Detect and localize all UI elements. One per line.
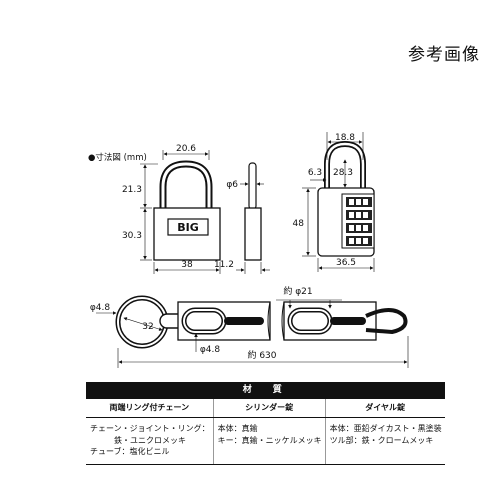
diagram-heading: ●寸法図 (mm) bbox=[88, 152, 147, 163]
dim-shackle-height: 21.3 bbox=[122, 185, 142, 195]
brand-mark: BIG bbox=[177, 221, 199, 234]
materials-title: 材 質 bbox=[86, 382, 445, 399]
dim-top-width: 18.8 bbox=[335, 133, 355, 143]
chain-view: φ4.8 32 φ4.8 約 φ21 約 630 bbox=[90, 285, 409, 368]
material-line: 本体：真鍮 bbox=[217, 424, 258, 433]
material-line: 本体：亜鉛ダイカスト・黒塗装 bbox=[329, 424, 442, 433]
dim-link-outer-diameter: 約 φ21 bbox=[283, 285, 312, 297]
padlock-side-view: φ6 11.2 bbox=[214, 162, 270, 274]
combination-dials bbox=[346, 197, 372, 246]
column-header-cylinder-lock: シリンダー錠 bbox=[212, 399, 326, 418]
material-line: チューブ：塩化ビニル bbox=[90, 447, 170, 457]
dim-body-width-combo: 36.5 bbox=[336, 258, 356, 268]
page-title: 参考画像 bbox=[408, 45, 480, 65]
dim-shackle-offset: 6.3 bbox=[308, 168, 322, 178]
material-line: チェーン・ジョイント・リング： bbox=[90, 424, 210, 433]
dim-body-height: 30.3 bbox=[122, 231, 142, 241]
materials-cell-cylinder-lock: 本体：真鍮 キー：真鍮・ニッケルメッキ bbox=[212, 417, 326, 465]
dim-total-length: 約 630 bbox=[247, 349, 276, 361]
dim-ring-wire-diameter: φ4.8 bbox=[90, 303, 111, 313]
materials-cell-chain: チェーン・ジョイント・リング： 鉄・ユニクロメッキ チューブ：塩化ビニル bbox=[86, 417, 214, 465]
dim-ring-diameter: 32 bbox=[142, 322, 153, 332]
column-header-dial-lock: ダイヤル錠 bbox=[324, 399, 445, 418]
dim-shackle-width: 20.6 bbox=[176, 144, 196, 154]
materials-cell-dial-lock: 本体：亜鉛ダイカスト・黒塗装 ツル部：鉄・クロームメッキ bbox=[324, 417, 445, 465]
padlock-front-view: BIG 20.6 21.3 30.3 38 bbox=[122, 144, 221, 274]
dim-body-width: 38 bbox=[181, 260, 193, 270]
material-line: ツル部：鉄・クロームメッキ bbox=[329, 435, 434, 445]
dim-shackle-clearance: 28.3 bbox=[333, 168, 353, 178]
material-line: キー：真鍮・ニッケルメッキ bbox=[217, 435, 322, 445]
material-line: 鉄・ユニクロメッキ bbox=[90, 435, 186, 445]
materials-table: 材 質 両端リング付チェーン シリンダー錠 ダイヤル錠 チェーン・ジョイント・リ… bbox=[86, 382, 445, 465]
column-header-chain: 両端リング付チェーン bbox=[86, 399, 214, 418]
dim-body-height-combo: 48 bbox=[293, 219, 305, 229]
combination-lock-view: 18.8 6.3 28.3 48 36.5 bbox=[293, 132, 375, 272]
dim-body-depth: 11.2 bbox=[214, 260, 234, 270]
dim-shackle-diameter: φ6 bbox=[226, 180, 238, 190]
dim-link-wire-diameter: φ4.8 bbox=[200, 345, 221, 355]
